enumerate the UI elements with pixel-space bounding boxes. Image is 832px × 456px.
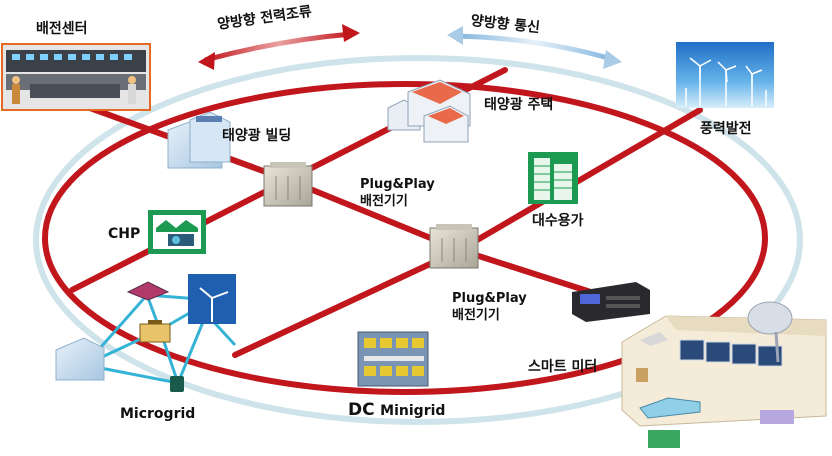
chp-label: CHP [108,226,141,242]
substation-label: 배전센터 [36,21,88,37]
large-consumer-icon [528,152,578,204]
solar-building-image [167,111,231,169]
solar-house-image [387,79,471,143]
wind-farm-image [676,42,774,108]
communication-arrow [447,26,622,69]
microgrid-label: Microgrid [120,406,196,422]
pnp-label-1-line1: Plug&Play [360,177,435,192]
pnp-label-2-line1: Plug&Play [452,291,527,306]
dc-minigrid-icon [357,331,429,387]
solar-house-label: 태양광 주택 [484,97,554,113]
solar-building-label: 태양광 빌딩 [222,128,292,144]
microgrid-elements [55,274,236,392]
large-consumer-label: 대수용가 [532,213,584,229]
wind-label: 풍력발전 [700,121,752,137]
pnp-label-1: Plug&Play 배전기기 [360,176,435,210]
power-ring [42,81,768,395]
pnp-device-2-image [429,224,479,269]
pnp-device-1-image [263,162,313,207]
power-flow-arrow [198,24,360,70]
chp-icon [148,210,206,254]
dc-minigrid-text: Minigrid [380,403,446,419]
dc-prefix: DC [348,400,375,420]
smart-house-image [621,301,827,448]
pnp-device-meter-image [572,282,650,322]
communication-ring [33,55,803,425]
dc-minigrid-label: DC Minigrid [348,400,445,420]
pnp-label-2-line2: 배전기기 [452,308,500,323]
smart-meter-label: 스마트 미터 [528,359,598,375]
substation-image [1,43,151,111]
pnp-label-1-line2: 배전기기 [360,194,408,209]
pnp-label-2: Plug&Play 배전기기 [452,290,527,324]
